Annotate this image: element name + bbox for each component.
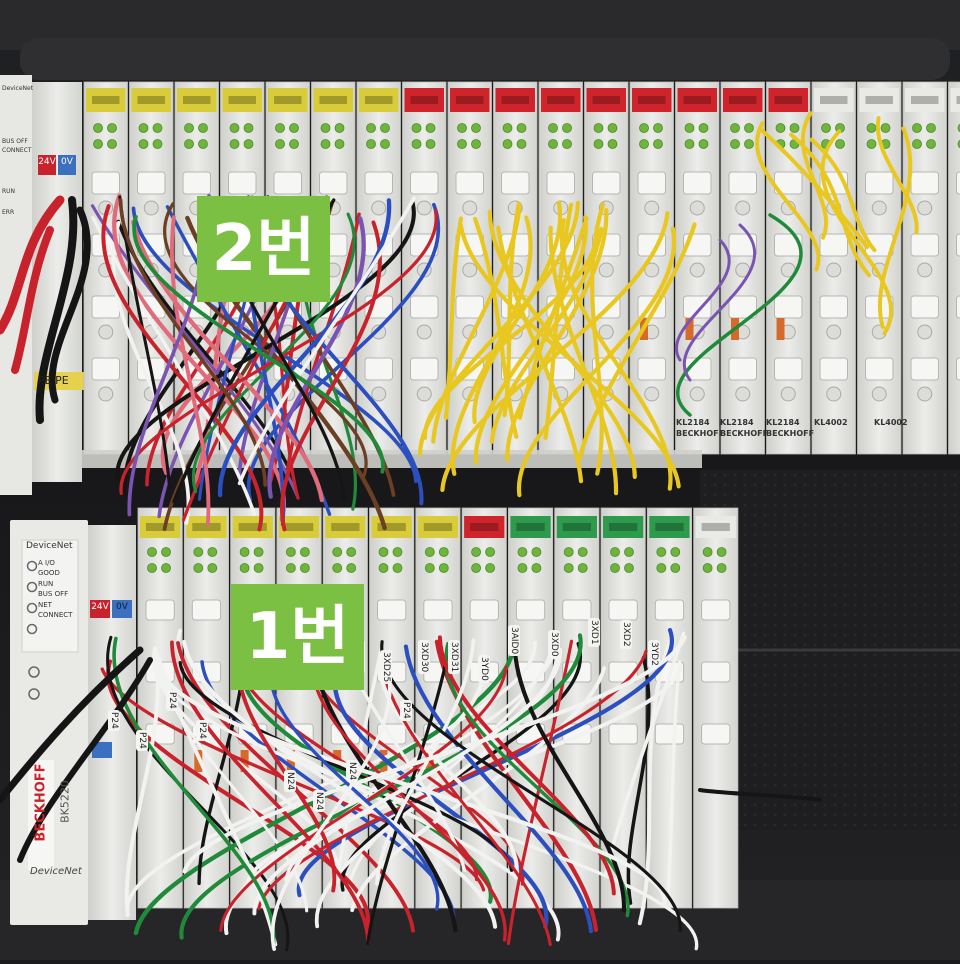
wire-marker-17: 3XD2: [620, 620, 632, 649]
wire-marker-2: P24: [136, 730, 148, 751]
wire-marker-1: P24: [108, 710, 120, 731]
wire-marker-11: 3XD30: [418, 640, 430, 674]
wire-marker-6: N24: [284, 770, 296, 792]
wire-marker-10: 3XD25: [380, 650, 392, 684]
wire-marker-5: P24: [400, 700, 412, 721]
rack-label-2: 2번: [197, 196, 330, 302]
wire-marker-12: 3XD31: [448, 640, 460, 674]
wire-marker-13: 3YD0: [478, 655, 490, 683]
rack-label-1: 1번: [231, 584, 364, 690]
wire-marker-18: 3YD2: [648, 640, 660, 668]
wire-marker-7: N24: [313, 790, 325, 812]
wire-marker-8: N24: [346, 760, 358, 782]
wire-marker-15: 3XD0: [548, 630, 560, 659]
wire-marker-16: 3XD1: [588, 618, 600, 647]
wire-marker-4: P24: [196, 720, 208, 741]
wire-marker-3: P24: [166, 690, 178, 711]
wire-marker-14: 3AID0: [508, 625, 520, 656]
